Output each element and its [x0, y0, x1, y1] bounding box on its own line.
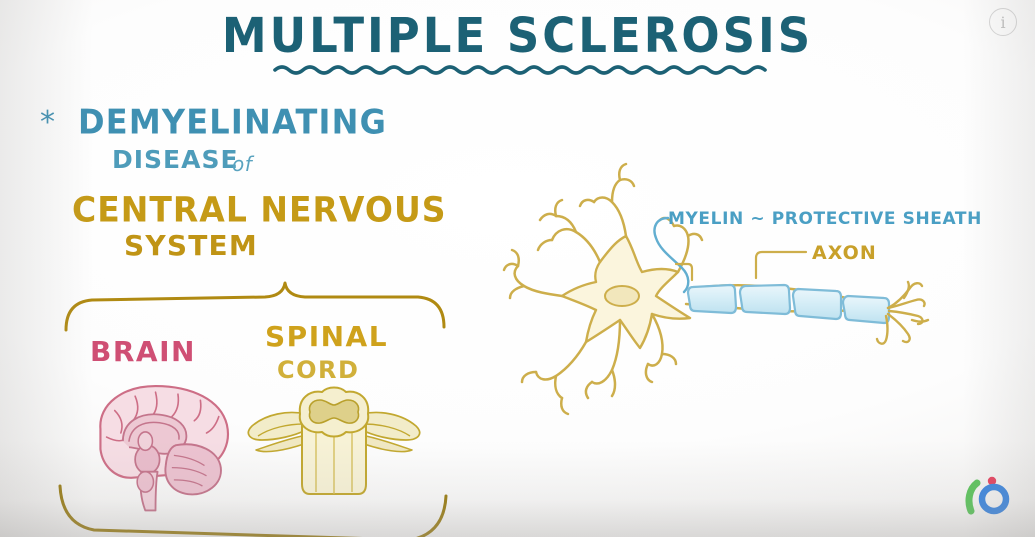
note-disease: DISEASE — [112, 145, 239, 174]
brain-label: BRAIN — [90, 335, 196, 368]
note-system: SYSTEM — [124, 229, 258, 262]
info-icon[interactable]: i — [989, 8, 1017, 36]
spinal-cord-label: SPINAL — [265, 320, 389, 353]
note-of: of — [232, 152, 253, 176]
myelin-label: MYELIN ~ PROTECTIVE SHEATH — [668, 209, 982, 229]
bullet-asterisk: * — [40, 105, 56, 140]
spinal-cord-label-2: CORD — [277, 356, 360, 384]
axon-label: AXON — [812, 242, 877, 264]
note-demyelinating: DEMYELINATING — [78, 102, 388, 142]
page-title: MULTIPLE SCLEROSIS — [221, 7, 814, 64]
osmosis-logo[interactable] — [963, 473, 1015, 521]
note-central-nervous: CENTRAL NERVOUS — [72, 188, 447, 231]
